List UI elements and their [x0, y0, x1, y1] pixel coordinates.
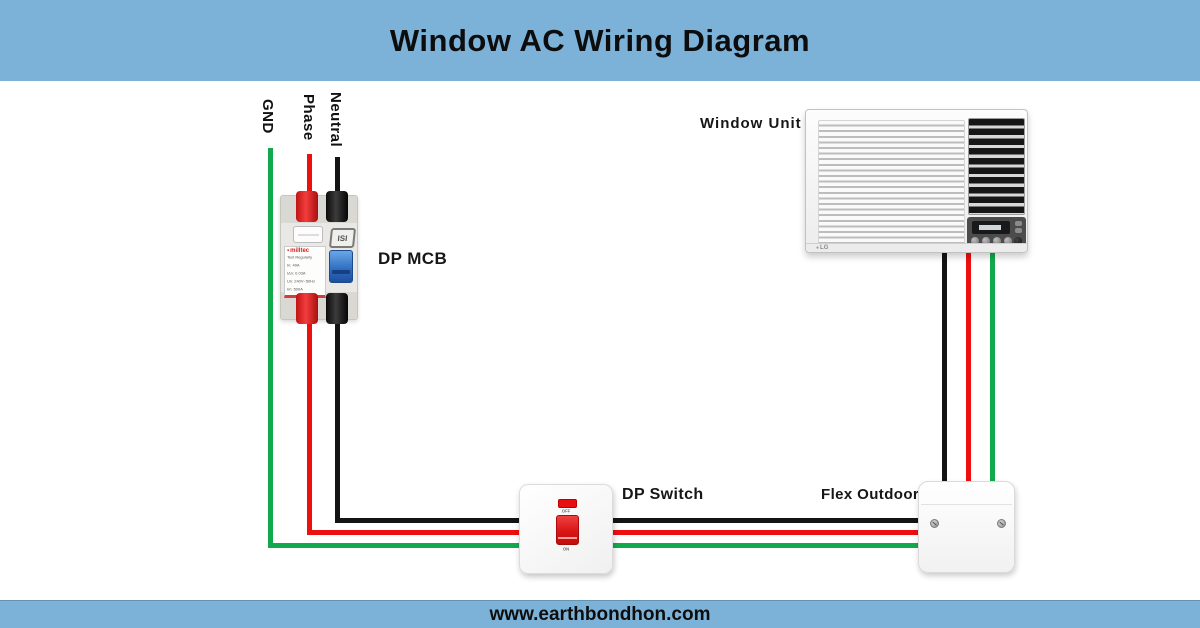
mcb-spec-line: IΔn: 0.03A	[287, 271, 306, 276]
flex-outdoor-box	[918, 481, 1015, 573]
mcb-spec-line: Im: 500A	[287, 287, 303, 292]
ac-display	[972, 221, 1010, 234]
header-banner: Window AC Wiring Diagram	[0, 0, 1200, 81]
ac-round-button	[1004, 237, 1012, 245]
mcb-label-window	[293, 226, 323, 243]
mcb-spec-line: In: 40A	[287, 263, 300, 268]
ac-power-button	[1014, 237, 1022, 245]
mcb-toggle-switch	[329, 250, 353, 283]
website-url: www.earthbondhon.com	[489, 603, 711, 625]
neutral-wire-vertical-left	[335, 157, 340, 523]
dp-switch-device: OFF ON	[519, 484, 613, 574]
ac-small-button	[1015, 221, 1022, 226]
ac-base-strip: LG	[806, 243, 1027, 252]
isi-mark: ISI	[328, 228, 357, 248]
gnd-wire-ac-drop	[990, 250, 995, 488]
phase-wire-vertical-left	[307, 154, 312, 535]
neutral-wire-ac-drop	[942, 250, 947, 488]
mcb-spec-label: milltec Test Regularly In: 40A IΔn: 0.03…	[284, 246, 326, 298]
dp-switch-label: DP Switch	[622, 486, 704, 503]
mcb-top-phase-terminal	[296, 191, 318, 222]
ac-side-grille	[968, 118, 1025, 215]
ac-louver-panel	[818, 120, 965, 245]
phase-wire-label: Phase	[300, 94, 317, 141]
phase-wire-horizontal	[307, 530, 922, 535]
mcb-brand: milltec	[287, 248, 323, 255]
neutral-wire-horizontal	[335, 518, 922, 523]
flex-outdoor-label: Flex Outdoor	[821, 486, 920, 503]
mcb-bottom-phase-terminal	[296, 293, 318, 324]
phase-wire-ac-drop	[966, 250, 971, 488]
screw-icon	[997, 519, 1006, 528]
lg-logo: LG	[816, 245, 828, 251]
ac-control-panel	[967, 217, 1026, 247]
footer-banner: www.earthbondhon.com	[0, 600, 1200, 628]
ac-round-button	[971, 237, 979, 245]
flex-box-seam	[921, 504, 1012, 505]
ac-button-row	[971, 237, 1012, 245]
mcb-bottom-neutral-terminal	[326, 293, 348, 324]
switch-indicator-light	[558, 499, 577, 508]
mcb-top-neutral-terminal	[326, 191, 348, 222]
window-unit-label: Window Unit	[700, 115, 802, 132]
dp-mcb-label: DP MCB	[378, 249, 448, 268]
neutral-wire-label: Neutral	[327, 92, 344, 148]
switch-on-text: ON	[562, 547, 570, 553]
screw-icon	[930, 519, 939, 528]
mcb-spec-line: Un: 240V~50Hz	[287, 279, 316, 284]
ac-round-button	[993, 237, 1001, 245]
window-ac-unit: LG	[805, 109, 1028, 253]
ac-round-button	[982, 237, 990, 245]
switch-off-text: OFF	[561, 509, 571, 515]
ac-small-button	[1015, 228, 1022, 233]
gnd-wire-vertical-left	[268, 148, 273, 548]
gnd-wire-label: GND	[259, 99, 276, 134]
switch-rocker	[556, 515, 579, 545]
mcb-spec-line: Test Regularly	[287, 255, 313, 260]
page-title: Window AC Wiring Diagram	[389, 22, 811, 58]
dp-mcb-device: ISI milltec Test Regularly In: 40A IΔn: …	[280, 190, 358, 325]
